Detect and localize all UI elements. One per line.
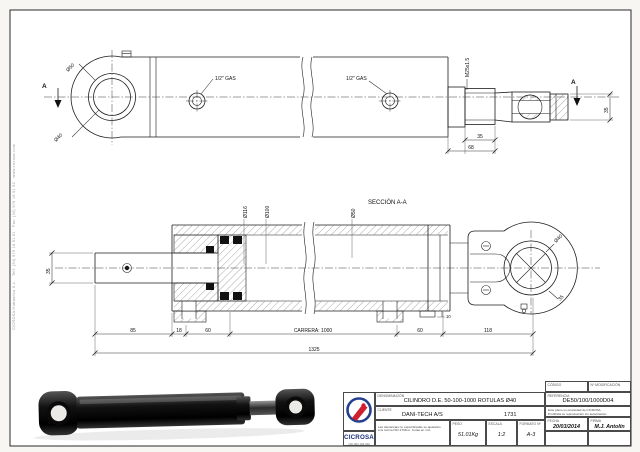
firma-label: FIRMA	[590, 418, 602, 423]
section-arrow-right: A	[571, 79, 581, 106]
dimension-chain: 85 18 60 CARRERA: 1000 60 118 1325	[92, 285, 536, 356]
escala-cell: ESCALA 1:2	[486, 420, 517, 446]
svg-text:A: A	[571, 79, 576, 86]
referencia-cell: REFERENCIA DE50/100/1000D04	[545, 392, 631, 406]
norma-text-2: a la norma ISO 2768-m. Cotas en mm.	[378, 428, 432, 433]
section-arrow-left: A	[42, 83, 62, 108]
fecha-label: FECHA	[547, 418, 560, 423]
codigo-label: CÓDIGO	[547, 382, 562, 387]
peso-label: PESO	[452, 421, 462, 426]
denominacion-value: CILINDRO D.E. 50-100-1000 ROTULAS Ø40	[403, 398, 517, 404]
dim-rod-end-width: 35	[477, 134, 483, 140]
clevis-outer-dia-label: Ø50	[65, 62, 76, 73]
empty-cell-2	[588, 431, 631, 446]
cliente-label: CLIENTE	[377, 407, 392, 412]
formato-value: A-3	[526, 432, 536, 438]
logo-cell	[343, 392, 375, 431]
dim-eye-width-top: 35	[604, 107, 610, 113]
denominacion-label: DENOMINACIÓN	[377, 393, 405, 398]
referencia-label: REFERENCIA	[547, 393, 570, 398]
bore-dia-label: Ø100	[265, 206, 271, 218]
propiedad-cell: Este plano es propiedad de CICROSA. Proh…	[545, 406, 631, 417]
cliente-value: DANI-TECH A/S	[402, 412, 443, 418]
tube-od-label: Ø116	[243, 206, 249, 218]
port-right	[379, 90, 401, 112]
thread-label: M25x1.5	[465, 58, 471, 77]
denominacion-cell: DENOMINACIÓN CILINDRO D.E. 50-100-1000 R…	[375, 392, 545, 406]
peso-cell: PESO 51.01Kg	[450, 420, 486, 446]
margin-address-text: CICROSA Hidráulica S.L. · Telf: (34) 979…	[12, 144, 16, 330]
dim-carrera: CARRERA: 1000	[294, 328, 333, 334]
port-left-label: 1/2" GAS	[215, 76, 236, 82]
firma-value: M.J. Antolín	[594, 423, 625, 430]
referencia-value: DE50/100/1000D04	[562, 398, 614, 404]
dim-18: 18	[176, 328, 182, 334]
escala-label: ESCALA	[488, 421, 502, 426]
dim-step: 10	[446, 314, 451, 319]
fecha-cell: FECHA 20/03/2014	[545, 417, 588, 431]
codigo-cell: CÓDIGO	[545, 381, 588, 392]
cylinder-3d-thumbnail	[34, 388, 315, 441]
rod-height-label: 35	[46, 268, 52, 274]
brand-cell: CICROSA (34) 902 193 046	[343, 431, 375, 446]
dim-60-left: 60	[205, 328, 211, 334]
title-block: CICROSA (34) 902 193 046 DENOMINACIÓN CI…	[341, 380, 632, 446]
port-left	[186, 90, 208, 112]
formato-cell: FORMATO Nº A-3	[517, 420, 545, 446]
eye-dia-label: Ø40	[553, 233, 564, 244]
dim-118: 118	[484, 328, 492, 334]
fecha-value: 20/03/2014	[553, 423, 580, 430]
empty-cell-1	[545, 431, 588, 446]
firma-cell: FIRMA M.J. Antolín	[588, 417, 631, 431]
rod-dia-label: Ø50	[351, 208, 357, 218]
prop-text-2: Prohibida su reproducción sin autorizaci…	[548, 411, 608, 416]
modificacion-cell: Nº MODIFICACIÓN	[588, 381, 631, 392]
eye-width-label: 35	[557, 294, 565, 302]
norma-text-1: Las tolerancias no especificadas se ajus…	[378, 424, 441, 429]
peso-value: 51.01Kg	[457, 432, 479, 438]
prop-text-1: Este plano es propiedad de CICROSA.	[548, 408, 602, 412]
svg-text:A: A	[42, 83, 47, 90]
section-title: SECCIÓN A-A	[368, 199, 407, 206]
dim-85: 85	[130, 328, 136, 334]
dim-rod-end-length: 68	[468, 145, 474, 151]
cicrosa-logo	[346, 397, 372, 423]
clevis-bore-dia-label: Ø40	[53, 132, 64, 143]
cliente-cell: CLIENTE DANI-TECH A/S 1731	[375, 406, 545, 420]
dim-60-right: 60	[417, 328, 423, 334]
brand-phone: (34) 902 193 046	[348, 441, 370, 446]
pedido-value: 1731	[504, 412, 517, 418]
section-view: SECCIÓN A-A	[46, 199, 600, 356]
port-right-label: 1/2" GAS	[346, 76, 367, 82]
modificacion-label: Nº MODIFICACIÓN	[590, 382, 621, 387]
formato-label: FORMATO Nº	[519, 421, 541, 426]
dim-overall: 1325	[308, 347, 319, 353]
norma-cell: Las tolerancias no especificadas se ajus…	[375, 420, 450, 446]
top-view: 1/2" GAS 1/2" GAS M25x1.5 Ø50 Ø40 A A 35	[42, 50, 620, 154]
escala-value: 1:2	[497, 432, 506, 438]
brand-name: CICROSA	[344, 434, 374, 441]
